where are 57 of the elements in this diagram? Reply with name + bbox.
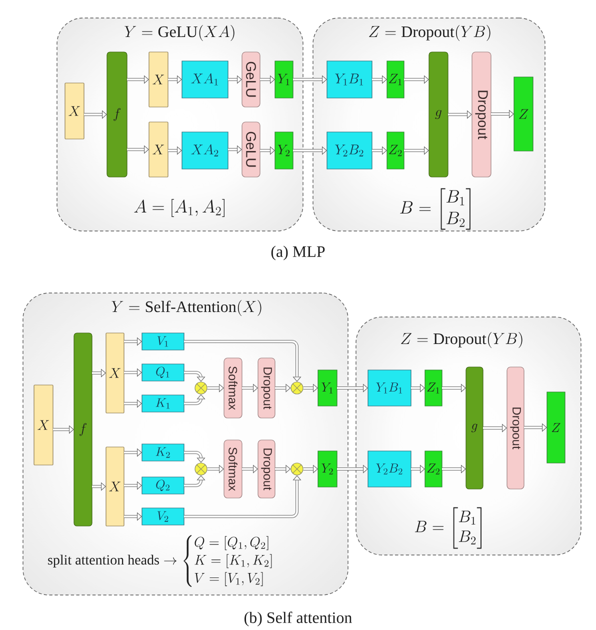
input-box: $X$	[148, 122, 168, 178]
matrix-box: $K_1$	[142, 394, 184, 412]
multiply-symbol	[290, 382, 304, 394]
output-box: $Y_1$	[318, 370, 338, 406]
output-box: $Y_1$	[274, 60, 294, 98]
input-box: $X$	[106, 446, 124, 526]
panel-title: $Z = \mathrm{Dropout}(YB)$	[369, 25, 490, 42]
panel-title: $Y = \text{Self-Attention}(X)$	[112, 300, 262, 316]
dropout-box: Dropout	[506, 366, 524, 490]
activation-box: GeLU	[242, 122, 260, 178]
output-box: $Z_2$	[424, 450, 442, 488]
input-box: $X$	[148, 52, 168, 108]
output-box: $Z_2$	[386, 132, 404, 170]
multiply-symbol	[194, 382, 208, 394]
output-box: $Y_2$	[318, 450, 338, 488]
operator-bar: $g$	[466, 366, 484, 490]
matrix-box: $Y_2B_2$	[326, 132, 372, 170]
matrix-box: $Q_1$	[142, 364, 184, 382]
matrix-box: $XA_2$	[182, 132, 228, 170]
matrix-box: $V_2$	[142, 508, 184, 526]
panel-title: $Z = \mathrm{Dropout}(YB)$	[401, 332, 522, 348]
input-box: $X$	[106, 332, 124, 414]
arrow	[184, 340, 302, 382]
dropout-box: Dropout	[472, 52, 492, 178]
caption: (a) MLP	[271, 246, 325, 260]
multiply-symbol	[194, 462, 208, 476]
output-box: $Z$	[546, 392, 566, 464]
matrix-box: $Y_1B_1$	[368, 370, 412, 406]
matrix-box: $XA_1$	[182, 60, 228, 98]
arrow	[184, 451, 206, 463]
dropout-box: Dropout	[258, 440, 276, 498]
output-box: $Z_1$	[424, 370, 442, 406]
equation: $\text{split attention heads} \rightarrow \begin{cases} Q = [Q_1, Q_2] \\ K = [K_1, K_2] \\ V = [V_1, V_2] \end{cases}$	[48, 535, 272, 587]
activation-box: GeLU	[242, 52, 260, 108]
multiply-symbol	[290, 462, 304, 476]
input-box: $X$	[64, 82, 84, 140]
panel-title: $Y = \mathrm{GeLU}(XA)$	[124, 25, 234, 42]
matrix-box: $Q_2$	[142, 476, 184, 494]
output-box: $Z$	[514, 76, 534, 152]
equation: $A = [A_1, A_2]$	[134, 199, 224, 217]
equation: $B = \begin{bmatrix} B_1 \\ B_2 \end{bmatrix}$	[414, 507, 482, 549]
operator-bar: $f$	[106, 52, 128, 178]
input-box: $X$	[34, 384, 54, 466]
dropout-box: Dropout	[258, 358, 276, 418]
equation: $B = \begin{bmatrix} B_1 \\ B_2 \end{bmatrix}$	[400, 188, 470, 230]
matrix-box: $K_2$	[142, 444, 184, 462]
matrix-box: $Y_2B_2$	[368, 450, 412, 488]
output-box: $Z_1$	[386, 60, 404, 98]
matrix-box: $Y_1B_1$	[326, 60, 372, 98]
operator-bar: $f$	[74, 332, 92, 526]
softmax-box: Softmax	[224, 358, 242, 418]
output-box: $Y_2$	[274, 132, 294, 170]
matrix-box: $V_1$	[142, 332, 184, 350]
operator-bar: $g$	[428, 52, 448, 178]
caption: (b) Self attention	[244, 612, 352, 626]
softmax-box: Softmax	[224, 440, 242, 498]
arrow	[184, 371, 206, 382]
